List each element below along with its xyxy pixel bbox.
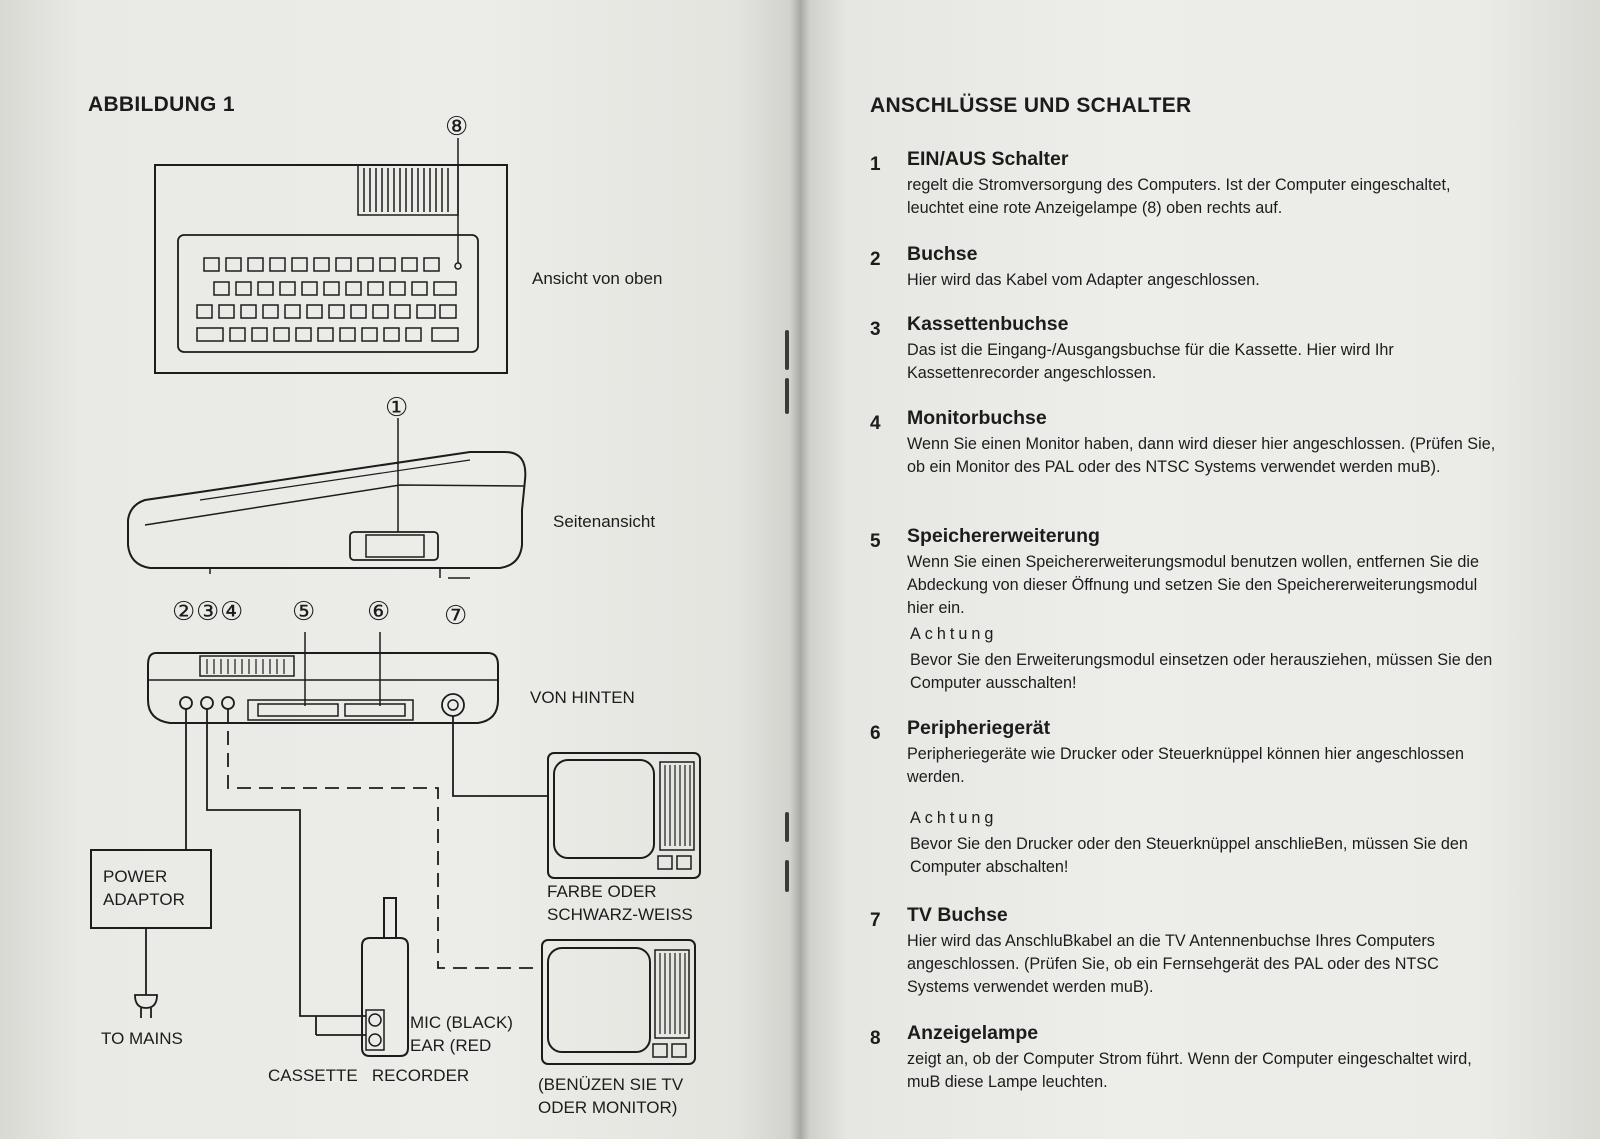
label-to-mains: TO MAINS xyxy=(101,1029,183,1048)
label-power: POWER xyxy=(103,867,167,886)
label-adaptor: ADAPTOR xyxy=(103,890,185,909)
cassette-recorder-icon xyxy=(361,897,409,1057)
item-title: Kassettenbuchse xyxy=(907,313,1069,335)
indicator-lamp-icon xyxy=(454,262,462,270)
callout-2: ② xyxy=(172,597,195,627)
book-gutter xyxy=(790,0,810,1139)
note-heading: Achtung xyxy=(910,625,998,643)
callout-7: ⑦ xyxy=(444,601,467,631)
cables xyxy=(145,709,548,1036)
item-number: 7 xyxy=(870,910,881,931)
item-title: Monitorbuchse xyxy=(907,407,1047,429)
item-body: Wenn Sie einen Speichererweiterungsmodul… xyxy=(907,553,1480,617)
right-page: ANSCHLÜSSE UND SCHALTER 1 EIN/AUS Schalt… xyxy=(800,0,1600,1139)
item-body: Peripheriegeräte wie Drucker oder Steuer… xyxy=(907,745,1465,786)
item-number: 1 xyxy=(870,154,881,175)
callout-4: ④ xyxy=(220,597,243,627)
item-number: 6 xyxy=(870,723,881,744)
note-heading: Achtung xyxy=(910,809,998,827)
label-cassette-recorder: CASSETTE RECORDER xyxy=(268,1066,469,1085)
power-adaptor-box xyxy=(90,849,212,929)
computer-side-view xyxy=(127,418,527,579)
label-side-view: Seitenansicht xyxy=(553,512,655,531)
callout-6: ⑥ xyxy=(367,597,390,627)
item-body: regelt die Stromversorgung des Computers… xyxy=(907,176,1451,217)
item-title: Peripheriegerät xyxy=(907,717,1051,739)
item-number: 3 xyxy=(870,319,881,340)
label-tv-color-1: FARBE ODER xyxy=(547,882,657,901)
staple xyxy=(785,860,789,892)
figure-title: ABBILDUNG 1 xyxy=(88,93,235,116)
item-title: Speichererweiterung xyxy=(907,525,1100,547)
item-number: 8 xyxy=(870,1028,881,1049)
staple xyxy=(785,812,789,842)
staple xyxy=(785,330,789,370)
callout-8: ⑧ xyxy=(445,112,468,142)
connection-diagram: ⑧ ① ② ③ ④ ⑤ ⑥ ⑦ Ansicht von oben Seitena… xyxy=(90,112,701,1117)
computer-back-view xyxy=(147,632,499,724)
item-body: Wenn Sie einen Monitor haben, dann wird … xyxy=(907,435,1496,476)
label-ear: EAR (RED xyxy=(410,1036,491,1055)
item-body: Hier wird das Kabel vom Adapter angeschl… xyxy=(907,271,1260,289)
item-number: 2 xyxy=(870,249,881,270)
item-body: Hier wird das AnschluBkabel an die TV An… xyxy=(907,932,1439,996)
callout-3: ③ xyxy=(196,597,219,627)
computer-top-view xyxy=(154,138,508,374)
tv-color-icon xyxy=(547,752,701,879)
keyboard-keys xyxy=(196,257,459,342)
item-body: Das ist die Eingang-/Ausgangsbuchse für … xyxy=(907,341,1394,382)
note-body: Bevor Sie den Drucker oder den Steuerknü… xyxy=(910,835,1468,876)
callout-1: ① xyxy=(385,393,408,423)
label-tv-color-2: SCHWARZ-WEISS xyxy=(547,905,693,924)
left-page: ABBILDUNG 1 xyxy=(0,0,800,1139)
item-title: TV Buchse xyxy=(907,904,1008,926)
callout-5: ⑤ xyxy=(292,597,315,627)
plug-icon xyxy=(134,994,158,1018)
label-tv-monitor-1: (BENÜZEN SIE TV xyxy=(538,1075,684,1094)
label-tv-monitor-2: ODER MONITOR) xyxy=(538,1098,677,1117)
label-mic: MIC (BLACK) xyxy=(410,1013,513,1032)
label-back-view: VON HINTEN xyxy=(530,688,635,707)
tv-monitor-icon xyxy=(541,939,696,1065)
section-title: ANSCHLÜSSE UND SCHALTER xyxy=(870,94,1192,117)
label-top-view: Ansicht von oben xyxy=(532,269,662,288)
item-title: EIN/AUS Schalter xyxy=(907,148,1069,170)
item-number: 4 xyxy=(870,413,881,434)
item-title: Anzeigelampe xyxy=(907,1022,1039,1044)
item-title: Buchse xyxy=(907,243,978,265)
item-body: zeigt an, ob der Computer Strom führt. W… xyxy=(907,1050,1472,1091)
staple xyxy=(785,378,789,414)
item-number: 5 xyxy=(870,531,881,552)
note-body: Bevor Sie den Erweiterungsmodul einsetze… xyxy=(910,651,1493,692)
